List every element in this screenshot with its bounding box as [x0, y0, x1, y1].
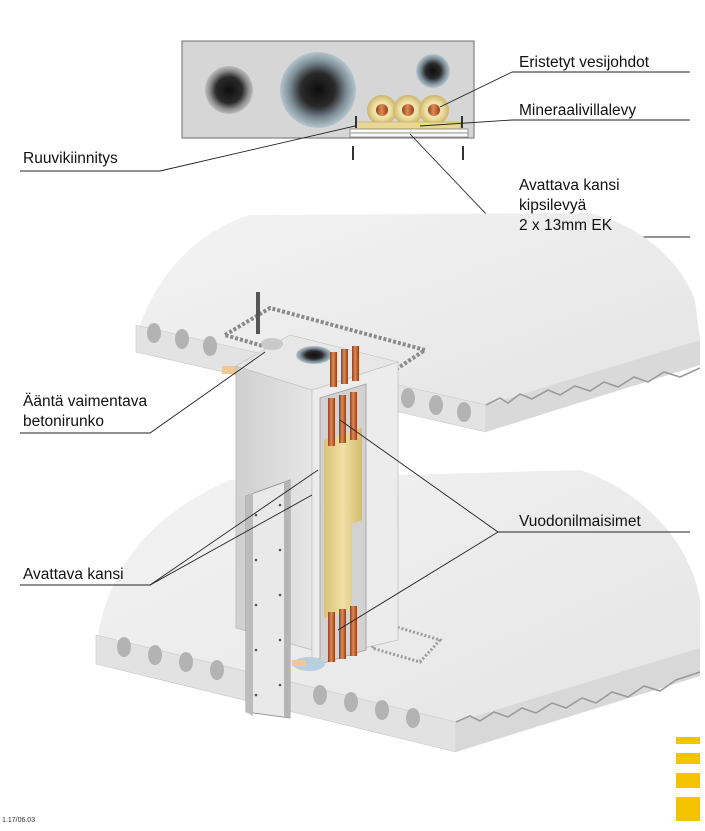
label-concrete-line2: betonirunko — [23, 413, 105, 430]
label-mineral-wool: Mineraalivillalevy — [519, 102, 637, 119]
label-cover-line3: 2 x 13mm EK — [519, 217, 613, 234]
label-concrete-line1: Ääntä vaimentava — [23, 393, 148, 410]
label-cover-line2: kipsilevyä — [519, 197, 587, 214]
copper-pipes-icon — [328, 346, 359, 662]
insulated-pipes-icon — [367, 95, 449, 125]
removable-cover-panel — [245, 479, 291, 719]
label-screw-fixing: Ruuvikiinnitys — [23, 150, 118, 167]
cross-section — [181, 40, 475, 160]
label-insulated-pipes: Eristetyt vesijohdot — [519, 54, 650, 71]
footer-code: 1.17/06.03 — [2, 817, 36, 824]
leader-lines-bottom — [20, 351, 690, 631]
label-opening-cover: Avattava kansi — [23, 566, 124, 583]
upper-slab — [135, 213, 701, 433]
brand-stripes-icon — [676, 737, 700, 821]
label-leak-detectors: Vuodonilmaisimet — [519, 513, 641, 530]
duct-hole-mini-icon — [416, 54, 450, 88]
label-cover-line1: Avattava kansi — [519, 177, 620, 194]
duct-hole-large-icon — [280, 52, 356, 128]
duct-hole-small-icon — [205, 66, 253, 114]
